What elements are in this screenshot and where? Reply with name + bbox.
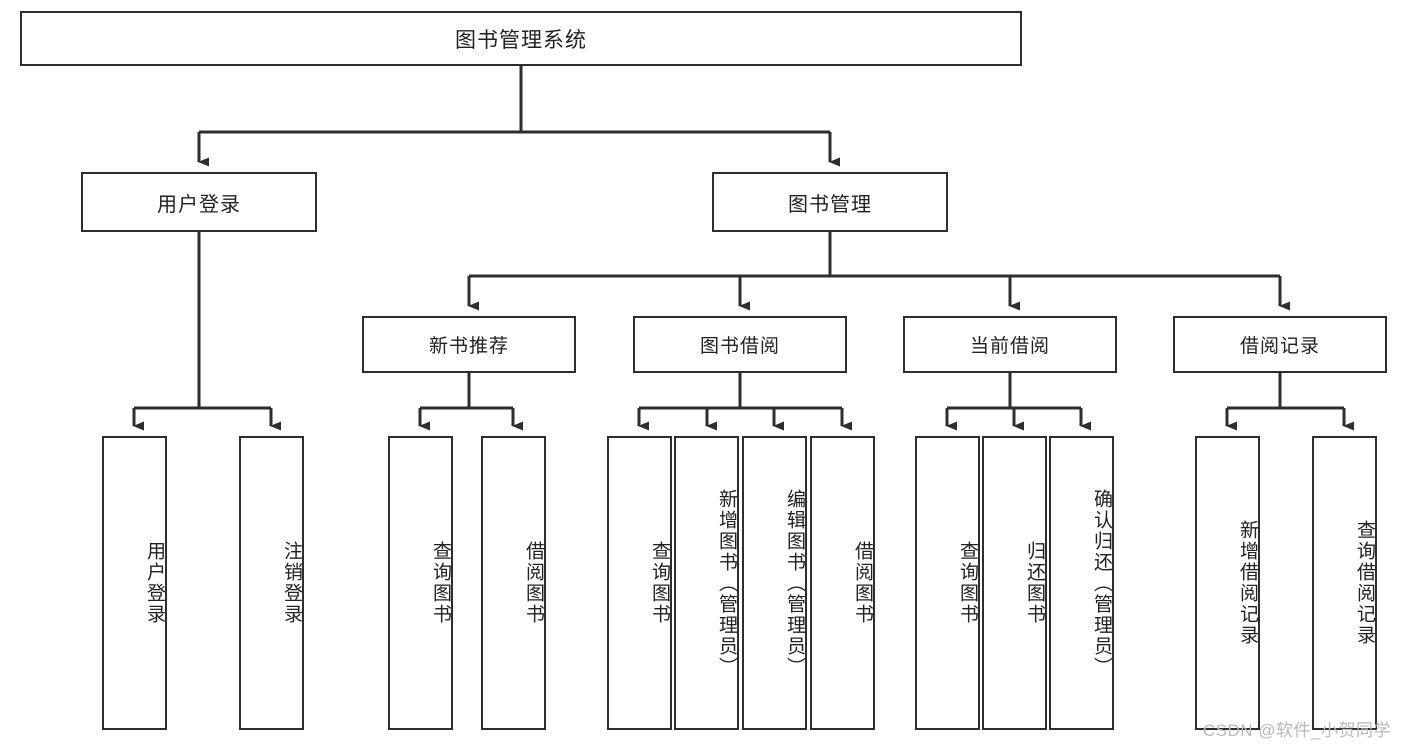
leaf-add-book[interactable]: 新增图书（管理员）	[674, 436, 739, 730]
csdn-watermark: CSDN @软件_小贺同学	[1202, 721, 1391, 740]
leaf-query-record[interactable]: 查询借阅记录	[1312, 436, 1377, 730]
leaf-logout[interactable]: 注销登录	[239, 436, 304, 730]
node-book-borrow[interactable]: 图书借阅	[633, 316, 847, 373]
leaf-return-book[interactable]: 归还图书	[982, 436, 1047, 730]
leaf-confirm-return[interactable]: 确认归还（管理员）	[1049, 436, 1114, 730]
leaf-query-book-1[interactable]: 查询图书	[388, 436, 453, 730]
node-root[interactable]: 图书管理系统	[20, 11, 1022, 66]
leaf-add-record[interactable]: 新增借阅记录	[1195, 436, 1260, 730]
leaf-borrow-book-2[interactable]: 借阅图书	[810, 436, 875, 730]
node-book-manage[interactable]: 图书管理	[712, 172, 948, 232]
node-user-login[interactable]: 用户登录	[81, 172, 317, 232]
node-current-borrow[interactable]: 当前借阅	[903, 316, 1117, 373]
leaf-query-book-3[interactable]: 查询图书	[915, 436, 980, 730]
leaf-edit-book[interactable]: 编辑图书（管理员）	[742, 436, 807, 730]
leaf-query-book-2[interactable]: 查询图书	[607, 436, 672, 730]
node-new-book-rec[interactable]: 新书推荐	[362, 316, 576, 373]
leaf-borrow-book-1[interactable]: 借阅图书	[481, 436, 546, 730]
node-borrow-record[interactable]: 借阅记录	[1173, 316, 1387, 373]
leaf-user-login[interactable]: 用户登录	[102, 436, 167, 730]
